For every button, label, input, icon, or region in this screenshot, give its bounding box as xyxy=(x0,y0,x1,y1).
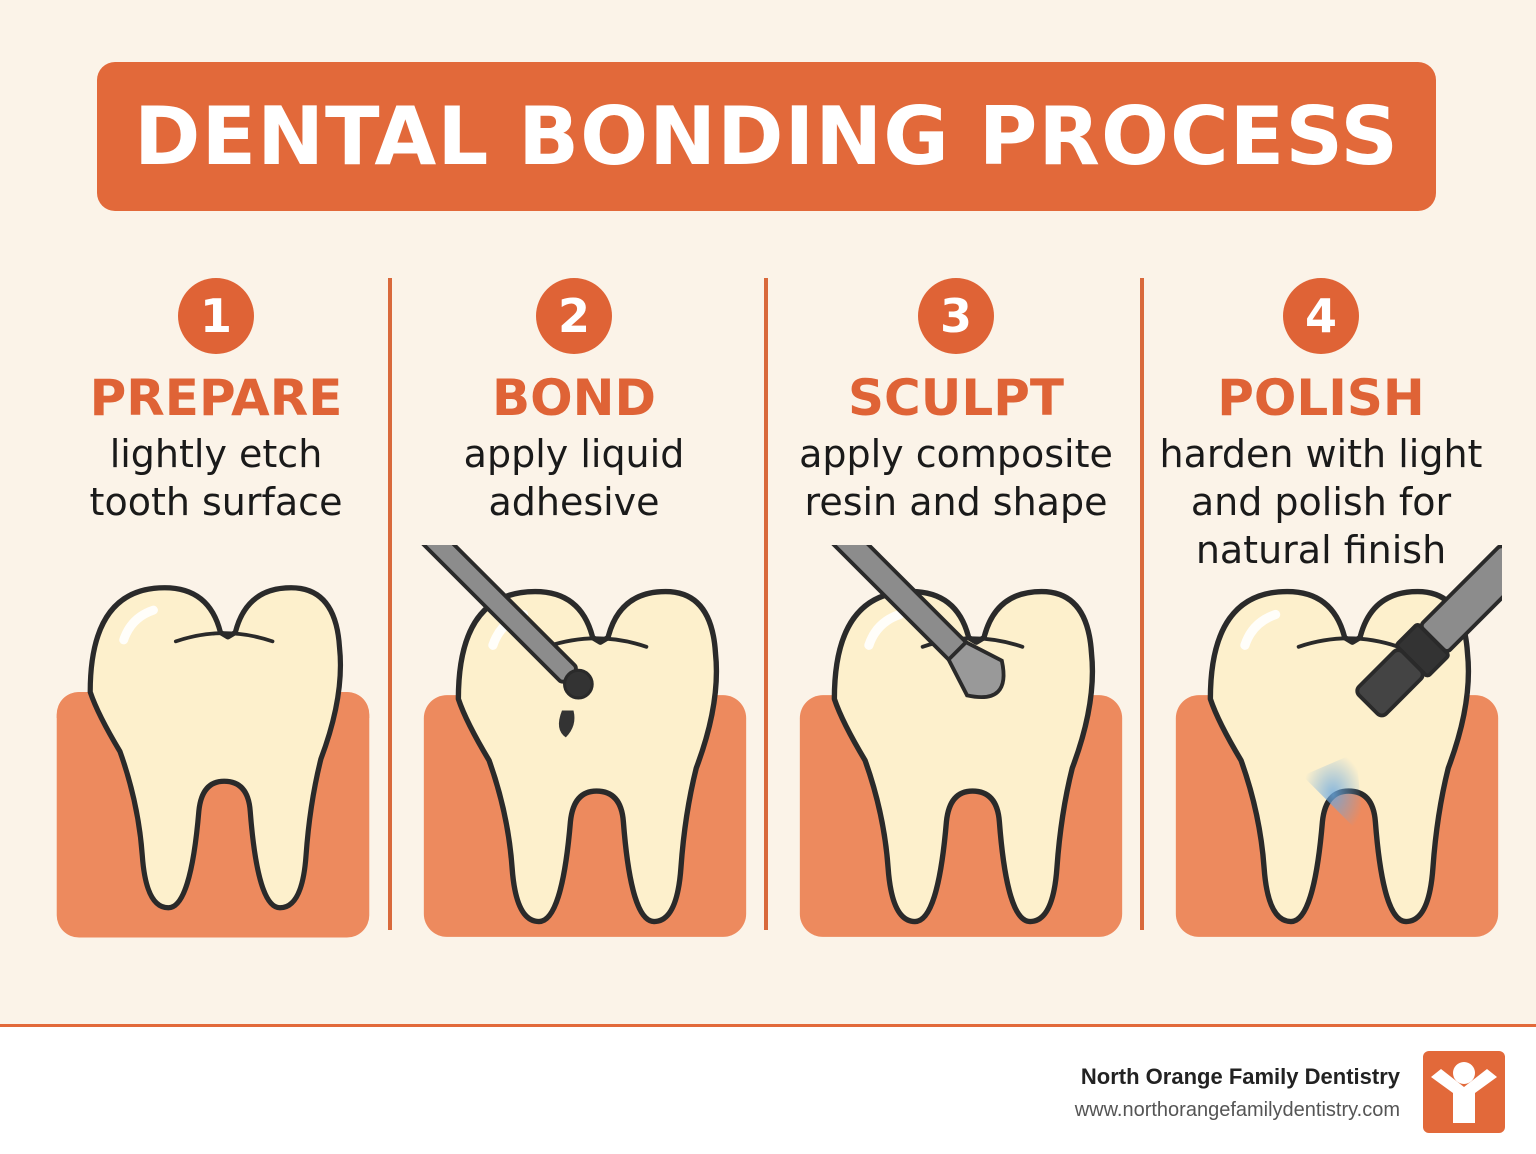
sculpting-tool-icon xyxy=(799,545,1123,937)
step-divider-3 xyxy=(1140,278,1144,930)
step-heading: POLISH xyxy=(1217,369,1425,427)
person-logo-icon xyxy=(1423,1051,1505,1133)
step-divider-1 xyxy=(388,278,392,930)
step-sculpt: 3 SCULPT apply composite resin and shape xyxy=(771,278,1141,526)
step-divider-2 xyxy=(764,278,768,930)
step-heading: BOND xyxy=(492,369,656,427)
step-number-badge: 4 xyxy=(1283,278,1359,354)
step-number-badge: 2 xyxy=(536,278,612,354)
step-number-badge: 1 xyxy=(178,278,254,354)
tooth-icon xyxy=(56,558,370,938)
adhesive-applicator-icon xyxy=(420,545,747,937)
step-heading: SCULPT xyxy=(848,369,1064,427)
step-number-badge: 3 xyxy=(918,278,994,354)
step-heading: PREPARE xyxy=(89,369,343,427)
practice-url[interactable]: www.northorangefamilydentistry.com xyxy=(1074,1099,1400,1121)
step-polish: 4 POLISH harden with light and polish fo… xyxy=(1136,278,1506,574)
footer-divider xyxy=(0,1024,1536,1027)
step-description: harden with light and polish for natural… xyxy=(1159,432,1483,572)
curing-light-icon xyxy=(1175,545,1502,937)
footer xyxy=(0,1027,1536,1154)
step-prepare: 1 PREPARE lightly etch tooth surface xyxy=(31,278,401,526)
title-banner: DENTAL BONDING PROCESS xyxy=(97,62,1436,211)
step-description: apply composite resin and shape xyxy=(799,432,1113,524)
step-description: lightly etch tooth surface xyxy=(89,432,343,524)
step-description: apply liquid adhesive xyxy=(463,432,685,524)
page-title: DENTAL BONDING PROCESS xyxy=(134,90,1399,183)
step-bond: 2 BOND apply liquid adhesive xyxy=(389,278,759,526)
practice-name: North Orange Family Dentistry xyxy=(1080,1064,1400,1089)
